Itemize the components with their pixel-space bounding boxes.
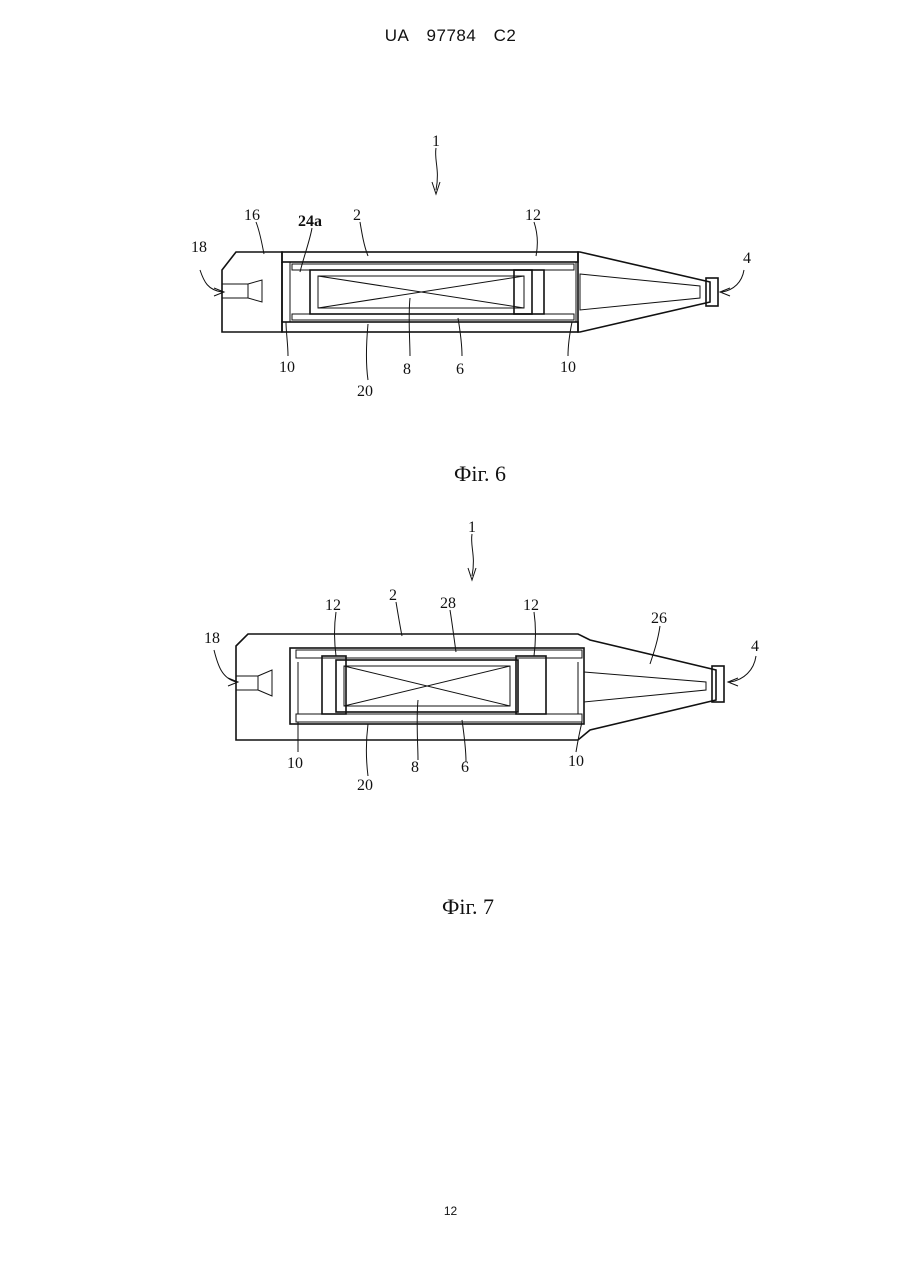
fig7-label-12-right: 12	[523, 597, 539, 614]
figure-6-caption: Фіг. 6	[380, 461, 580, 487]
page-number: 12	[0, 1204, 901, 1218]
fig7-plug-12-left	[322, 656, 346, 714]
fig7-sleeve-bottom	[296, 714, 582, 722]
fig7-label-10-left: 10	[287, 755, 303, 772]
fig7-label-28: 28	[440, 595, 456, 612]
fig7-label-2: 2	[389, 587, 397, 604]
fig6-label-10-left: 10	[279, 359, 295, 376]
fig7-label-6: 6	[461, 759, 469, 776]
fig6-outer-tube-bottom	[282, 322, 578, 332]
figure-7-caption: Фіг. 7	[368, 894, 568, 920]
fig6-label-24a: 24a	[298, 213, 322, 230]
fig7-label-8: 8	[411, 759, 419, 776]
fig7-label-26: 26	[651, 610, 667, 627]
fig7-label-4: 4	[751, 638, 759, 655]
fig6-label-1: 1	[432, 133, 440, 150]
fig6-sleeve-top	[292, 264, 574, 270]
fig7-label-18: 18	[204, 630, 220, 647]
fig7-label-1: 1	[468, 519, 476, 536]
fig6-nozzle	[578, 252, 710, 332]
fig6-label-16: 16	[244, 207, 260, 224]
fig6-label-2: 2	[353, 207, 361, 224]
figure-6-drawing: 1 16 24a 2 12 18 4 10 8 6 10 20	[191, 133, 751, 400]
fig6-sleeve-bottom	[292, 314, 574, 320]
fig6-label-10-right: 10	[560, 359, 576, 376]
fig6-outer-tube-top	[282, 252, 578, 262]
fig6-label-4: 4	[743, 250, 751, 267]
fig7-label-12-left: 12	[325, 597, 341, 614]
figure-7-drawing: 1 12 2 28 12 26 18 4 10 8 6 10 20	[204, 519, 759, 794]
fig6-label-6: 6	[456, 361, 464, 378]
fig7-label-20: 20	[357, 777, 373, 794]
fig6-label-12: 12	[525, 207, 541, 224]
fig7-plug-12-right	[516, 656, 546, 714]
fig7-label-10-right: 10	[568, 753, 584, 770]
fig6-label-20: 20	[357, 383, 373, 400]
fig6-label-18: 18	[191, 239, 207, 256]
fig6-label-8: 8	[403, 361, 411, 378]
fig6-end-cap-16	[222, 252, 282, 332]
